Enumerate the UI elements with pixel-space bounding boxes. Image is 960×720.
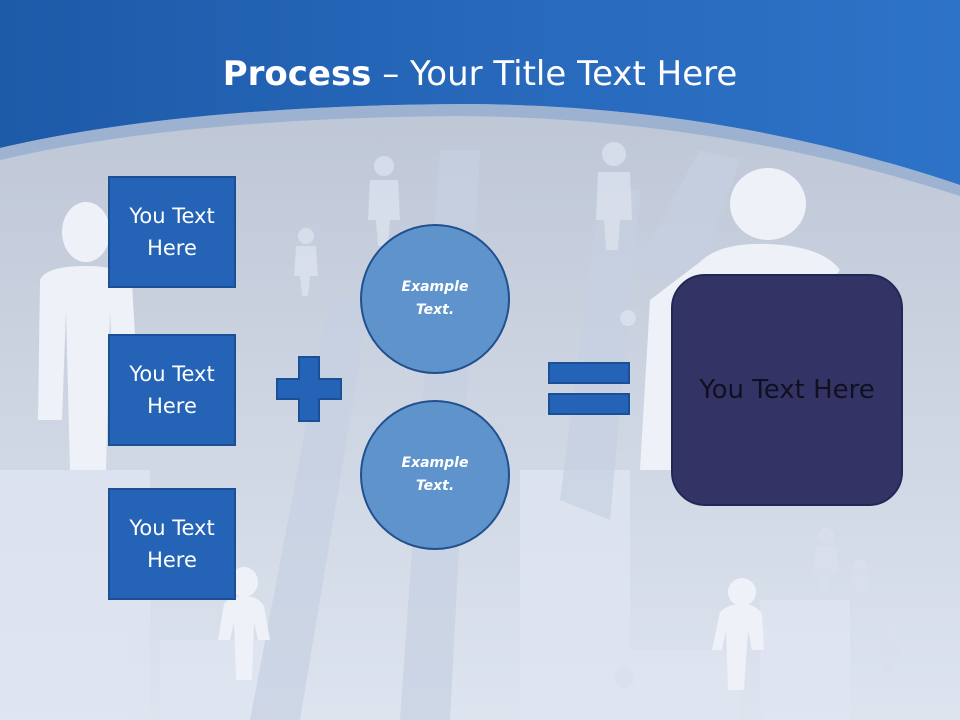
input-box-1[interactable]: You Text Here bbox=[108, 176, 236, 288]
slide-title: Process – Your Title Text Here bbox=[0, 52, 960, 96]
plus-icon bbox=[276, 356, 342, 422]
title-rest: – Your Title Text Here bbox=[371, 54, 738, 94]
example-circle-1[interactable]: Example Text. bbox=[360, 224, 510, 374]
circle-1-label: Example Text. bbox=[401, 279, 469, 318]
title-bold: Process bbox=[222, 54, 372, 94]
input-box-3[interactable]: You Text Here bbox=[108, 488, 236, 600]
result-box[interactable]: You Text Here bbox=[671, 274, 903, 506]
input-box-2[interactable]: You Text Here bbox=[108, 334, 236, 446]
example-circle-2[interactable]: Example Text. bbox=[360, 400, 510, 550]
equals-icon bbox=[548, 362, 630, 415]
circle-2-label: Example Text. bbox=[401, 455, 469, 494]
